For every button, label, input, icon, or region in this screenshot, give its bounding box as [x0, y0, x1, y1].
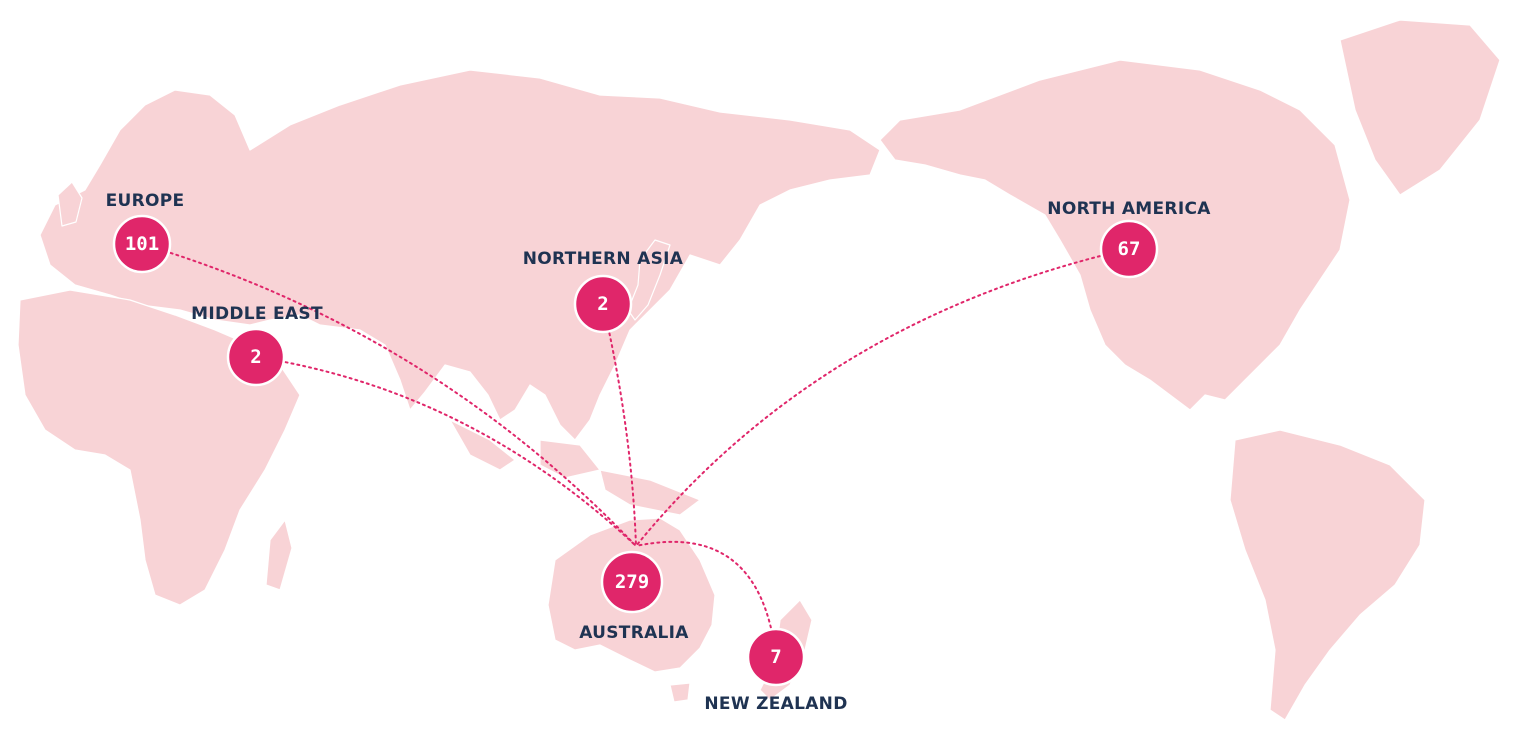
region-label-middle-east: MIDDLE EAST: [191, 304, 323, 324]
land-uk: [57, 181, 83, 227]
routes-layer: [141, 243, 1130, 658]
land-europe-asia: [39, 69, 881, 441]
land-southeast-asia-islands: [449, 419, 701, 516]
count-middle-east: 2: [250, 346, 261, 368]
route-middle-east: [255, 356, 637, 547]
count-europe: 101: [125, 233, 159, 255]
marker-northern-asia[interactable]: [573, 274, 633, 334]
marker-north-america[interactable]: [1099, 219, 1159, 279]
region-middle-east[interactable]: MIDDLE EAST 2: [191, 304, 323, 387]
region-north-america[interactable]: NORTH AMERICA 67: [1047, 199, 1211, 279]
land-japan: [627, 239, 671, 321]
region-label-europe: EUROPE: [106, 191, 185, 211]
route-north-america: [635, 248, 1130, 547]
land-layer: [17, 19, 1501, 721]
route-northern-asia: [602, 303, 637, 547]
region-label-new-zealand: NEW ZEALAND: [704, 694, 847, 714]
region-label-north-america: NORTH AMERICA: [1047, 199, 1211, 219]
markers-layer: EUROPE 101 MIDDLE EAST 2 NORTHERN ASIA 2…: [106, 191, 1211, 714]
count-north-america: 67: [1118, 238, 1141, 260]
count-northern-asia: 2: [597, 293, 608, 315]
marker-middle-east[interactable]: [226, 327, 286, 387]
route-europe: [141, 243, 637, 547]
marker-europe[interactable]: [112, 214, 172, 274]
region-new-zealand[interactable]: 7 NEW ZEALAND: [704, 627, 847, 714]
marker-new-zealand[interactable]: [746, 627, 806, 687]
count-australia: 279: [615, 571, 649, 593]
land-greenland: [1339, 19, 1501, 196]
region-label-australia: AUSTRALIA: [579, 623, 689, 643]
route-new-zealand: [635, 540, 777, 658]
count-new-zealand: 7: [770, 646, 781, 668]
land-south-america: [1229, 429, 1426, 721]
land-madagascar: [265, 519, 293, 591]
region-europe[interactable]: EUROPE 101: [106, 191, 185, 274]
region-label-northern-asia: NORTHERN ASIA: [523, 249, 684, 269]
region-australia[interactable]: 279 AUSTRALIA: [579, 550, 689, 643]
land-tasmania: [669, 682, 691, 703]
region-northern-asia[interactable]: NORTHERN ASIA 2: [523, 249, 684, 334]
marker-australia[interactable]: [600, 550, 664, 614]
